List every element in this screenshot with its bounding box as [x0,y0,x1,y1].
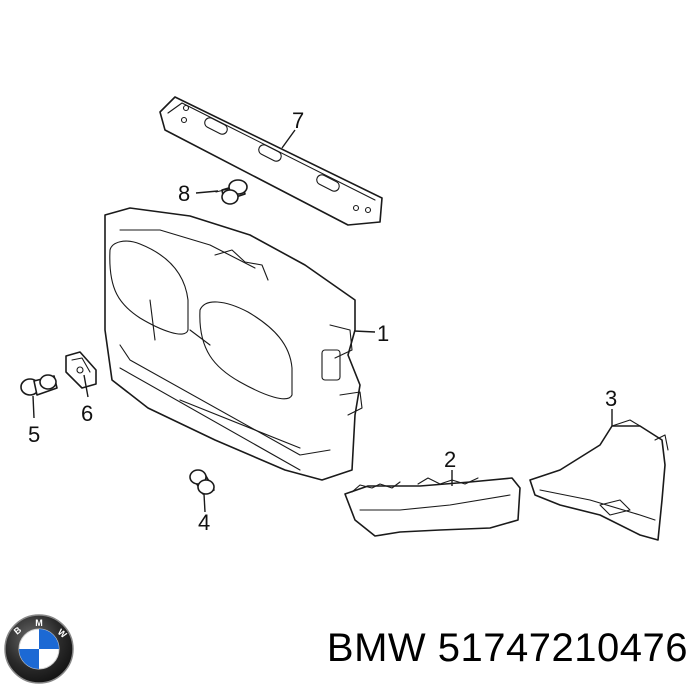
part-1-frame [104,207,363,481]
leader-5 [32,395,35,419]
callout-5: 5 [28,422,40,447]
part-6-clip [65,351,97,389]
leader-4 [203,493,206,513]
callout-8: 8 [178,181,190,206]
brand-name: BMW [326,626,427,670]
callout-1: 1 [377,321,389,346]
part-2-air-duct [344,477,521,537]
part-caption: BMW 51747210476 [327,626,688,671]
callout-2: 2 [444,447,456,472]
part-4-screw [189,469,215,495]
part-5-screw [20,374,58,396]
callout-7: 7 [292,108,304,133]
leader-8 [195,190,219,194]
callout-4: 4 [198,510,210,535]
leader-6 [83,374,89,398]
callouts: 7 8 1 6 5 4 2 3 [28,108,617,535]
svg-text:M: M [35,618,43,628]
callout-3: 3 [605,386,617,411]
leader-1 [353,330,376,333]
leader-7 [281,129,296,149]
part-number: 51747210476 [437,626,688,670]
part-8-screw [215,179,248,205]
part-7-upper-bracket [159,96,383,226]
bmw-logo: M B W [4,614,74,684]
part-3-air-duct [529,419,669,541]
callout-6: 6 [81,401,93,426]
svg-text:B: B [12,624,24,636]
leader-lines [32,129,613,513]
